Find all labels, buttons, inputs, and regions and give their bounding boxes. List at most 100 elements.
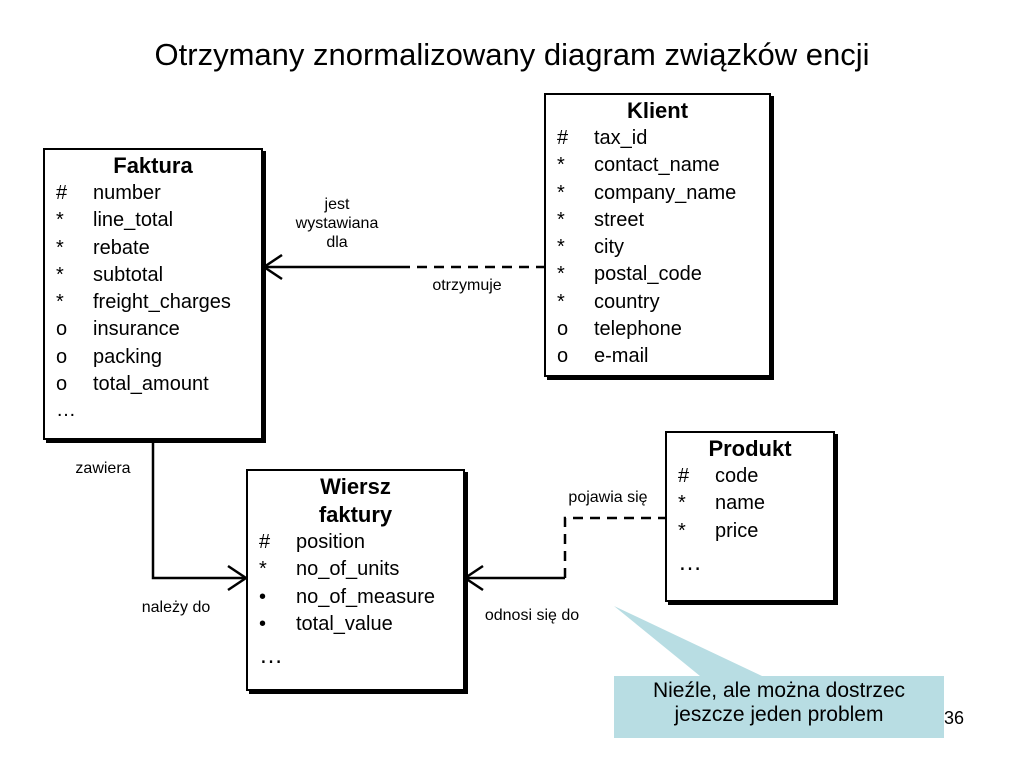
faktura-wiersz-line	[151, 440, 247, 580]
attribute-symbol: o	[56, 318, 68, 341]
attribute-name: total_amount	[93, 373, 209, 396]
attribute-symbol: o	[56, 373, 68, 396]
callout-line: Nieźle, ale można dostrzec	[652, 679, 906, 702]
attribute-row: • total_value	[248, 611, 463, 638]
label-line: wystawiana	[295, 215, 379, 232]
entity-klient[interactable]: Klient #tax_id * contact_name * company_na…	[544, 93, 771, 377]
attribute-row: * rebate	[45, 235, 261, 262]
attribute-symbol: #	[259, 531, 271, 553]
relationship-label-otrzymuje: otrzymuje	[432, 277, 502, 294]
attribute-name: no_of_units	[296, 558, 400, 581]
wiersz-produkt-dashed-line	[563, 516, 665, 578]
relationship-label-odnosi-sie-do: odnosi się do	[484, 607, 580, 624]
attribute-name: packing	[93, 345, 162, 368]
entity-faktura-title: Faktura	[113, 153, 193, 178]
attribute-symbol: *	[557, 236, 565, 259]
relationship-label-pojawia-sie: pojawia się	[568, 489, 648, 506]
attribute-name: city	[594, 236, 624, 259]
relationship-label-jest-wystawiana-dla: jest wystawiana dla	[282, 195, 392, 252]
attribute-symbol: o	[557, 345, 569, 368]
attribute-name: street	[594, 208, 645, 231]
attribute-row: * company_name	[546, 180, 769, 207]
attribute-symbol: *	[259, 558, 267, 581]
attribute-symbol: •	[259, 612, 267, 635]
page-number: 36	[944, 708, 965, 728]
entity-faktura-more: …	[56, 399, 76, 422]
attribute-symbol: #	[678, 465, 690, 487]
attribute-symbol: o	[56, 345, 68, 368]
attribute-symbol: *	[56, 236, 64, 259]
attribute-symbol: *	[56, 209, 64, 232]
entity-wiersz-title-line2: faktury	[318, 502, 393, 527]
attribute-row: # position	[248, 529, 463, 556]
attribute-symbol: *	[678, 519, 686, 542]
attribute-row: • no_of_measure	[248, 584, 463, 611]
attribute-row: o e-mail	[546, 343, 769, 370]
attribute-name: number	[93, 182, 161, 204]
entity-produkt-title: Produkt	[708, 436, 792, 461]
wiersz-right-crowsfoot	[462, 564, 484, 592]
attribute-name: name	[715, 492, 766, 515]
entity-produkt[interactable]: Produkt # code * name * price …	[665, 431, 835, 602]
attribute-symbol: #	[557, 127, 569, 149]
attribute-symbol: o	[557, 318, 569, 341]
relationship-label-nalezy-do: należy do	[141, 599, 211, 616]
attribute-name: e-mail	[594, 345, 649, 368]
attribute-row: * postal_code	[546, 261, 769, 288]
attribute-name: code	[715, 465, 759, 487]
attribute-name: subtotal	[93, 263, 164, 286]
attribute-symbol: *	[678, 492, 686, 515]
attribute-row: #tax_id	[546, 125, 769, 152]
attribute-row: o total_amount	[45, 371, 261, 398]
entity-faktura-attributes: # number * line_total * rebate * subtotal *f…	[45, 180, 261, 398]
entity-wiersz-faktury[interactable]: Wiersz faktury # position * no_of_units • n…	[246, 469, 465, 691]
attribute-name: rebate	[93, 236, 150, 259]
attribute-name: telephone	[594, 318, 682, 341]
attribute-name: position	[296, 531, 365, 553]
attribute-symbol: •	[259, 585, 267, 608]
entity-wiersz-attributes: # position * no_of_units • no_of_measure • t…	[248, 529, 463, 638]
attribute-symbol: *	[557, 208, 565, 231]
attribute-symbol: *	[557, 263, 565, 286]
attribute-name: total_value	[296, 612, 393, 635]
attribute-row: *freight_charges	[45, 289, 261, 316]
slide-title: Otrzymany znormalizowany diagram związkó…	[154, 37, 870, 72]
attribute-row: o telephone	[546, 316, 769, 343]
attribute-row: # number	[45, 180, 261, 207]
attribute-symbol: *	[56, 263, 64, 286]
attribute-name: line_total	[93, 209, 174, 232]
attribute-symbol: *	[557, 290, 565, 313]
attribute-name: contact_name	[594, 154, 720, 177]
attribute-row: * city	[546, 234, 769, 261]
attribute-row: * subtotal	[45, 262, 261, 289]
entity-klient-attributes: #tax_id * contact_name * company_name * str…	[546, 125, 769, 371]
attribute-name: price	[715, 519, 759, 542]
attribute-row: * street	[546, 207, 769, 234]
callout-text: Nieźle, ale można dostrzec jeszcze jeden…	[614, 676, 944, 741]
attribute-name: no_of_measure	[296, 585, 435, 608]
attribute-symbol: *	[557, 181, 565, 204]
callout-line: jeszcze jeden problem	[674, 703, 884, 726]
attribute-row: o insurance	[45, 316, 261, 343]
entity-faktura[interactable]: Faktura # number * line_total * rebate * sub…	[43, 148, 263, 440]
entity-produkt-more: …	[678, 548, 704, 576]
faktura-crowsfoot	[261, 253, 283, 281]
attribute-name: company_name	[594, 181, 737, 204]
attribute-row: * price	[667, 518, 833, 545]
attribute-name: insurance	[93, 318, 180, 341]
attribute-symbol: *	[56, 291, 64, 314]
entity-wiersz-title-line1: Wiersz	[320, 474, 391, 499]
entity-klient-title: Klient	[626, 98, 689, 123]
label-line: jest	[324, 196, 350, 213]
attribute-row: * name	[667, 490, 833, 517]
entity-wiersz-more: …	[259, 642, 285, 670]
attribute-symbol: *	[557, 154, 565, 177]
attribute-name: postal_code	[594, 263, 702, 286]
attribute-row: * contact_name	[546, 152, 769, 179]
attribute-row: * no_of_units	[248, 556, 463, 583]
attribute-row: o packing	[45, 344, 261, 371]
label-line: dla	[326, 234, 348, 251]
entity-produkt-attributes: # code * name * price	[667, 463, 833, 545]
attribute-symbol: #	[56, 182, 68, 204]
